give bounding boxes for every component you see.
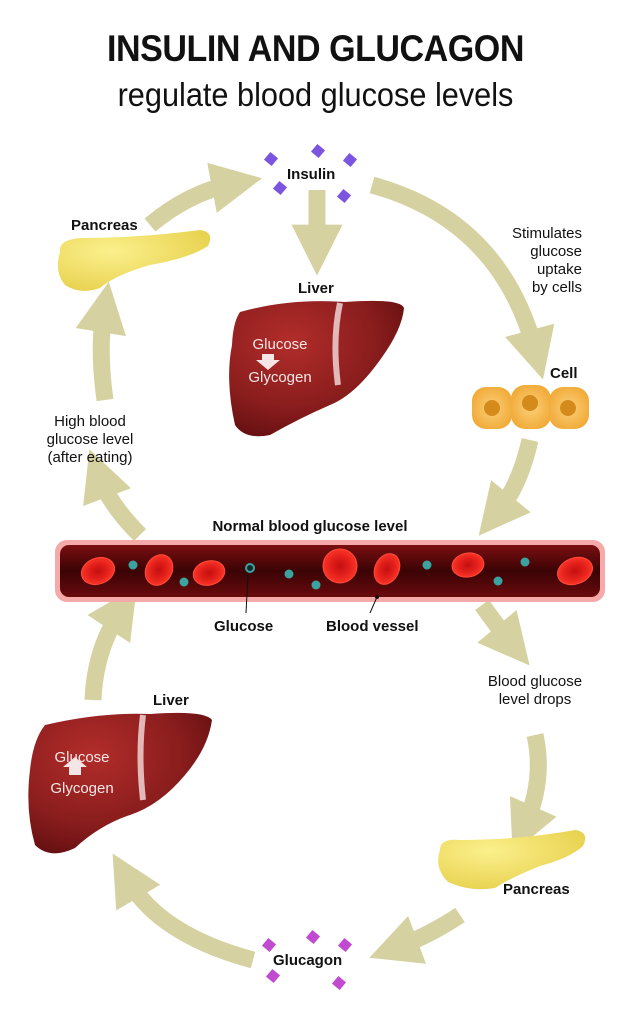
red-blood-cell: [80, 556, 116, 586]
trigger-line: High blood: [54, 413, 126, 430]
glucose-particle-highlighted: [245, 563, 255, 573]
pancreas-bottom-label: Pancreas: [503, 881, 570, 898]
liver-top-from: Glucose: [252, 336, 308, 353]
glucose-particle: [311, 580, 321, 590]
effect-text: Stimulates glucose uptake by cells: [470, 225, 582, 297]
red-blood-cell: [557, 556, 593, 586]
arrow-trigger-high-to-pancreas: [75, 281, 127, 402]
glucagon-molecule: [265, 968, 281, 984]
red-blood-cell: [144, 554, 174, 586]
cell-label: Cell: [550, 365, 578, 382]
glucose-drops-text: Blood glucose level drops: [470, 673, 600, 709]
glucagon-molecules: [261, 929, 353, 991]
arrow-pancreas-to-insulin: [144, 162, 263, 232]
arrow-insulin-to-cell: [369, 176, 555, 380]
trigger-line: (after eating): [47, 449, 133, 466]
liver-top-to: Glycogen: [248, 369, 312, 386]
insulin-molecule: [342, 152, 358, 168]
effect-line: Stimulates: [511, 225, 582, 242]
pancreas-top-shape: [57, 230, 211, 291]
glucose-particle: [284, 569, 294, 579]
vessel-callout-line: [369, 596, 378, 614]
blood-vessel: [55, 540, 605, 614]
glucose-particles: [128, 557, 530, 590]
trigger-line: glucose level: [46, 431, 134, 448]
pancreas-top-label: Pancreas: [71, 217, 138, 234]
cycle-arrows: [75, 162, 557, 969]
liver-bottom-shape: [28, 712, 213, 854]
arrow-vessel-to-trigger-high: [83, 449, 147, 542]
arrow-vessel-to-drops: [475, 600, 530, 666]
pancreas-bottom-shape: [438, 830, 586, 890]
page-subtitle: regulate blood glucose levels: [117, 76, 514, 113]
red-blood-cell: [373, 553, 401, 585]
page-title: INSULIN AND GLUCAGON: [107, 28, 524, 69]
insulin-molecule: [310, 143, 326, 159]
arrow-vessel-to-liver-bottom: [84, 586, 137, 701]
blood-vessel-callout-label: Blood vessel: [326, 618, 419, 635]
glucose-particle: [520, 557, 530, 567]
glucose-particle: [422, 560, 432, 570]
liver-bottom-label: Liver: [153, 692, 189, 709]
liver-bottom-from: Glucose: [54, 749, 110, 766]
arrow-pancreas-to-glucagon: [369, 907, 465, 964]
high-glucose-text: High blood glucose level (after eating): [30, 413, 150, 467]
red-blood-cell: [451, 552, 485, 578]
glucose-callout-line: [245, 573, 249, 614]
cell-group: [472, 385, 589, 429]
insulin-molecule: [336, 188, 352, 204]
glucagon-molecule: [261, 937, 277, 953]
liver-top-arrow-down-icon: [256, 354, 280, 370]
arrow-drops-to-pancreas: [509, 733, 557, 853]
glucose-particle: [179, 577, 189, 587]
glucose-particle: [128, 560, 138, 570]
glucagon-label: Glucagon: [273, 952, 343, 969]
liver-bottom-arrow-up-icon: [63, 757, 87, 775]
glucagon-molecule: [331, 975, 347, 991]
vessel-title: Normal blood glucose level: [212, 518, 408, 535]
glucose-particle: [493, 576, 503, 586]
liver-bottom-to: Glycogen: [50, 780, 114, 797]
glucagon-molecule: [337, 937, 353, 953]
arrow-cell-to-vessel: [478, 438, 539, 536]
glucose-callout-label: Glucose: [214, 618, 274, 635]
insulin-molecule: [272, 180, 288, 196]
arrow-glucagon-to-liver: [112, 853, 256, 969]
red-blood-cell: [322, 548, 358, 584]
effect-line: by cells: [531, 279, 582, 296]
insulin-molecule: [263, 151, 279, 167]
red-blood-cells: [80, 548, 593, 586]
glucagon-molecule: [305, 929, 321, 945]
liver-top-label: Liver: [298, 280, 334, 297]
trigger-line: Blood glucose: [487, 673, 583, 690]
effect-line: glucose: [530, 243, 582, 260]
liver-top-shape: [229, 300, 404, 437]
red-blood-cell: [192, 560, 226, 586]
effect-line: uptake: [536, 261, 582, 278]
insulin-molecules: [263, 143, 358, 204]
insulin-label: Insulin: [287, 166, 336, 183]
trigger-line: level drops: [498, 691, 572, 708]
